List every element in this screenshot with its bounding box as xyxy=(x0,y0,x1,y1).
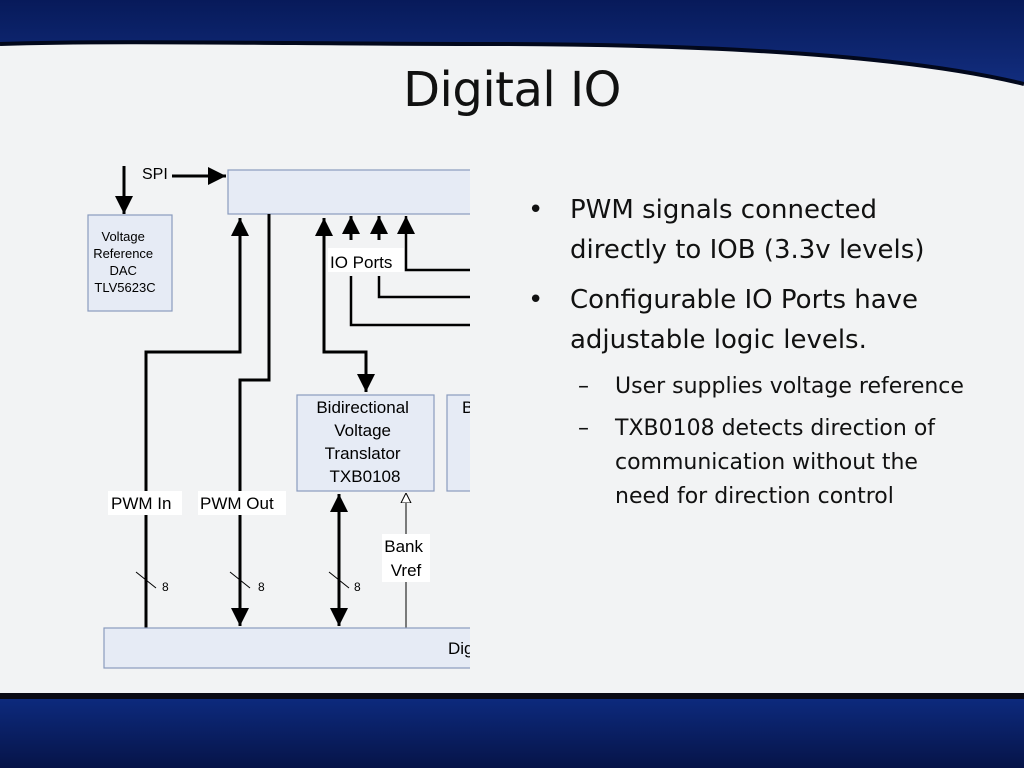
second-translator-box xyxy=(446,394,470,492)
bank-vref-label: Bank Vref xyxy=(384,537,427,580)
sub-bullet-item: – User supplies voltage reference xyxy=(528,370,968,404)
bullet-item: • PWM signals connected directly to IOB … xyxy=(528,190,968,270)
bus-width-1: 8 xyxy=(162,580,169,594)
sub-bullet-marker: – xyxy=(578,416,589,441)
second-box-label-partial: B xyxy=(462,398,473,417)
translator-line-2: Voltage xyxy=(334,421,391,440)
translator-link-line xyxy=(315,218,375,392)
translator-line-1: Bidirectional xyxy=(316,398,409,417)
pwm-in-line xyxy=(144,218,249,628)
sub-bullet-text: TXB0108 detects direction of communicati… xyxy=(615,416,936,509)
bullet-marker: • xyxy=(528,285,544,315)
bank-vref-line-2: Vref xyxy=(391,561,422,580)
sub-bullet-marker: – xyxy=(578,374,589,399)
bus-slash-2 xyxy=(229,571,251,589)
bullet-text: Configurable IO Ports have adjustable lo… xyxy=(570,285,919,355)
top-band xyxy=(0,0,1024,84)
slide-title: Digital IO xyxy=(403,62,621,118)
bottom-band-edge xyxy=(0,693,1024,699)
fpga-top-box xyxy=(227,169,470,215)
digital-io-bottom-box xyxy=(103,627,470,669)
bottom-box-label-partial: Dig xyxy=(448,639,474,658)
voltage-reference-label: Voltage Reference DAC TLV5623C xyxy=(93,229,157,295)
bullet-text: PWM signals connected directly to IOB (3… xyxy=(570,195,925,265)
bidirectional-translator-box xyxy=(296,394,435,492)
sub-bullet-item: – TXB0108 detects direction of communica… xyxy=(528,412,968,514)
vref-line-3: DAC xyxy=(109,263,136,278)
pwm-out-label: PWM Out xyxy=(200,494,274,513)
bullet-item: • Configurable IO Ports have adjustable … xyxy=(528,280,968,360)
io-port-line-2 xyxy=(377,276,470,299)
translator-label: Bidirectional Voltage Translator TXB0108 xyxy=(316,398,413,486)
bullet-marker: • xyxy=(528,195,544,225)
vref-line-1: Voltage xyxy=(102,229,145,244)
bank-vref-line-1: Bank xyxy=(384,537,423,556)
bus-width-3: 8 xyxy=(354,580,361,594)
bus-slash-1 xyxy=(135,571,157,589)
vref-line-2: Reference xyxy=(93,246,153,261)
io-ports-label: IO Ports xyxy=(330,253,392,272)
io-port-line-1 xyxy=(349,276,470,327)
bullet-list: • PWM signals connected directly to IOB … xyxy=(528,190,968,522)
vref-line-4: TLV5623C xyxy=(94,280,155,295)
translator-line-3: Translator xyxy=(325,444,401,463)
top-band-edge xyxy=(0,40,1024,86)
pwm-in-label: PWM In xyxy=(111,494,171,513)
spi-label-partial: SPI xyxy=(142,166,168,183)
bus-slash-3 xyxy=(328,571,350,589)
bottom-band xyxy=(0,698,1024,768)
sub-bullet-text: User supplies voltage reference xyxy=(615,374,964,399)
bus-width-2: 8 xyxy=(258,580,265,594)
voltage-reference-box xyxy=(87,214,173,312)
translator-line-4: TXB0108 xyxy=(330,467,401,486)
pwm-out-line xyxy=(231,214,271,626)
io-port-line-3 xyxy=(397,216,470,272)
